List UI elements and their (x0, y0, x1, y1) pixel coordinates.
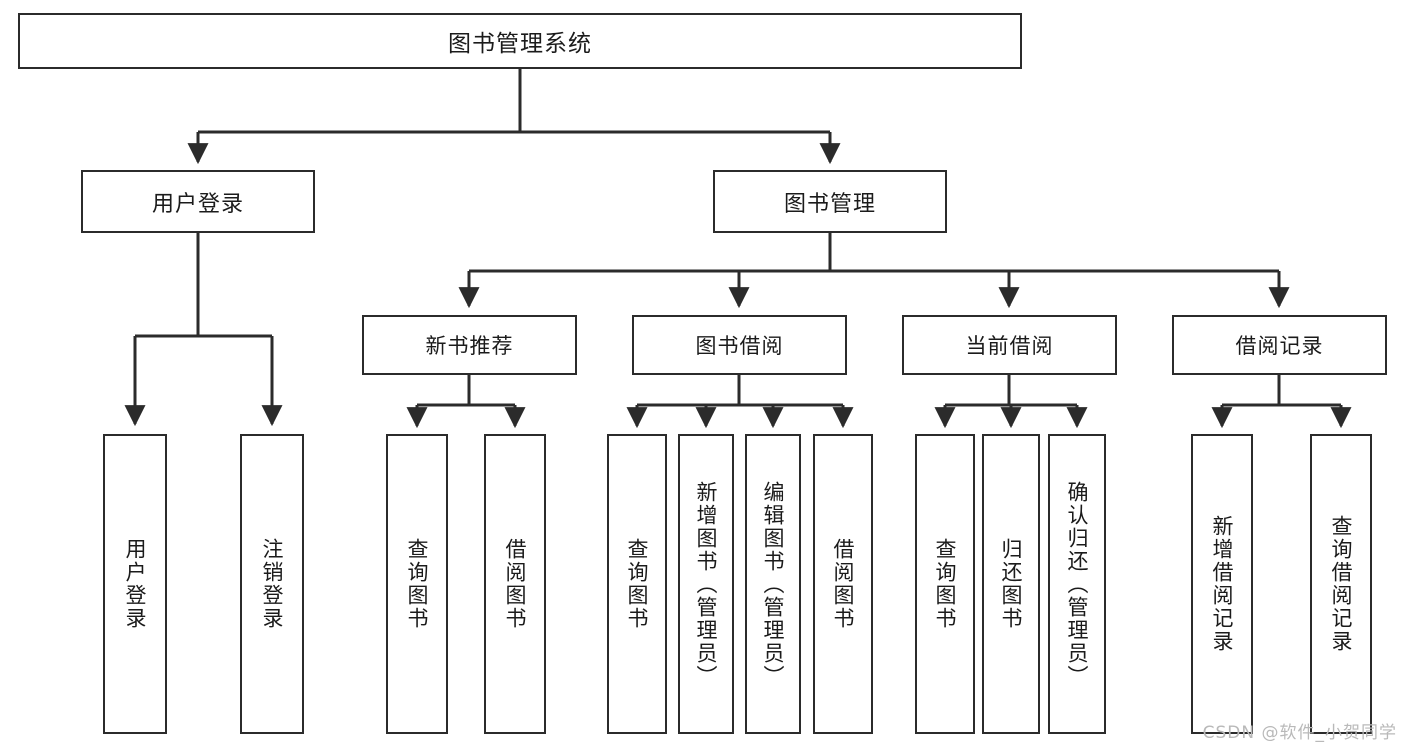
node-leaf-query-book-2-label: 查询图书 (625, 538, 650, 630)
node-leaf-edit-book-label: 编辑图书（管理员） (761, 480, 786, 688)
node-leaf-user-logout-label: 注销登录 (260, 538, 285, 630)
node-book-manage[interactable]: 图书管理 (713, 170, 947, 233)
node-book-borrow[interactable]: 图书借阅 (632, 315, 847, 375)
node-book-manage-label: 图书管理 (783, 191, 876, 217)
node-leaf-user-login-label: 用户登录 (123, 538, 148, 630)
node-leaf-query-book-2[interactable]: 查询图书 (607, 434, 667, 734)
node-leaf-query-book-1[interactable]: 查询图书 (386, 434, 448, 734)
node-leaf-query-record[interactable]: 查询借阅记录 (1310, 434, 1372, 734)
node-leaf-user-login[interactable]: 用户登录 (103, 434, 167, 734)
node-leaf-borrow-book-1-label: 借阅图书 (503, 538, 528, 630)
node-leaf-confirm-return[interactable]: 确认归还（管理员） (1048, 434, 1106, 734)
node-root[interactable]: 图书管理系统 (18, 13, 1022, 69)
node-leaf-add-book[interactable]: 新增图书（管理员） (678, 434, 734, 734)
node-leaf-return-book[interactable]: 归还图书 (982, 434, 1040, 734)
node-new-book-recommend[interactable]: 新书推荐 (362, 315, 577, 375)
node-leaf-query-book-3-label: 查询图书 (933, 538, 958, 630)
node-leaf-query-book-1-label: 查询图书 (405, 538, 430, 630)
node-user-login-label: 用户登录 (151, 191, 244, 217)
node-leaf-confirm-return-label: 确认归还（管理员） (1065, 480, 1090, 688)
csdn-watermark: CSDN @软件_小贺同学 (1202, 723, 1397, 743)
node-leaf-borrow-book-2[interactable]: 借阅图书 (813, 434, 873, 734)
node-borrow-record-label: 借阅记录 (1235, 334, 1324, 358)
node-leaf-edit-book[interactable]: 编辑图书（管理员） (745, 434, 801, 734)
node-leaf-borrow-book-1[interactable]: 借阅图书 (484, 434, 546, 734)
node-leaf-add-record-label: 新增借阅记录 (1210, 515, 1235, 653)
node-current-borrow[interactable]: 当前借阅 (902, 315, 1117, 375)
node-book-borrow-label: 图书借阅 (695, 334, 784, 358)
node-borrow-record[interactable]: 借阅记录 (1172, 315, 1387, 375)
node-current-borrow-label: 当前借阅 (965, 334, 1054, 358)
node-leaf-add-record[interactable]: 新增借阅记录 (1191, 434, 1253, 734)
node-leaf-borrow-book-2-label: 借阅图书 (831, 538, 856, 630)
node-leaf-return-book-label: 归还图书 (999, 538, 1024, 630)
node-root-label: 图书管理系统 (448, 31, 592, 57)
node-leaf-query-book-3[interactable]: 查询图书 (915, 434, 975, 734)
node-leaf-query-record-label: 查询借阅记录 (1329, 515, 1354, 653)
node-new-book-recommend-label: 新书推荐 (425, 334, 514, 358)
node-user-login[interactable]: 用户登录 (81, 170, 315, 233)
node-leaf-add-book-label: 新增图书（管理员） (694, 480, 719, 688)
node-leaf-user-logout[interactable]: 注销登录 (240, 434, 304, 734)
